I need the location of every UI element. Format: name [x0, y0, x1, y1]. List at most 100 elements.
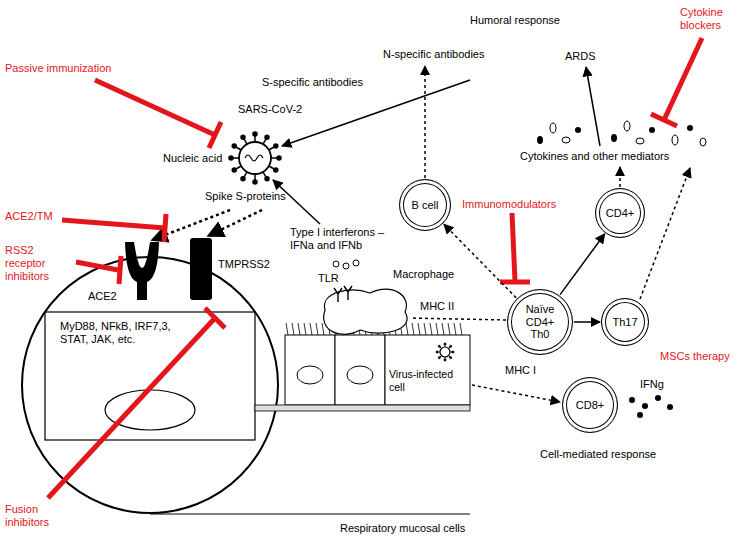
spike-tip — [241, 177, 245, 181]
inhibitor-bar — [205, 308, 225, 328]
arrow — [640, 168, 690, 299]
cytokine-dot — [575, 127, 581, 133]
spike-tip — [274, 168, 278, 172]
therapy-label: RSS2 receptor inhibitors — [5, 244, 77, 284]
baseline — [150, 514, 470, 515]
cytokine-dot — [672, 135, 678, 145]
signaling-label: MyD88, NFkB, IRF7,3, STAT, JAK, etc. — [60, 320, 172, 346]
cilium — [412, 323, 414, 335]
therapy-label: Cytokine blockers — [680, 6, 742, 32]
arrow — [208, 210, 262, 236]
cell-name: B cell — [412, 199, 439, 212]
spike-tip — [274, 144, 278, 148]
inhibitor-bar — [209, 122, 221, 148]
mini-virus-spikes — [436, 343, 454, 361]
cilium — [436, 323, 438, 335]
spike-tip — [438, 345, 440, 347]
ifng-dot — [667, 404, 673, 410]
mediator-label: Cytokines and other mediators — [520, 150, 669, 163]
mucosal-cell — [285, 335, 335, 405]
cell-circle: B cell — [399, 179, 451, 231]
antibody-label: S-specific antibodies — [262, 76, 363, 89]
cell-outline — [22, 257, 278, 513]
cell-name: CD8+ — [576, 399, 604, 412]
receptor-label: ACE2 — [88, 290, 117, 303]
tissue-label: Respiratory mucosal cells — [340, 522, 465, 535]
spike-tip — [438, 357, 440, 359]
cytokine-dot — [649, 127, 655, 133]
ifng-dot — [642, 403, 648, 409]
therapy-label: Fusion inhibitors — [5, 503, 67, 529]
ace2-receptor — [125, 242, 159, 300]
inhibitor-line — [48, 318, 215, 498]
arrow — [410, 318, 506, 320]
interferon-label: Type I interferons – IFNa and IFNb — [290, 226, 395, 252]
inhibitor-line — [62, 220, 165, 228]
cilium — [316, 323, 318, 335]
spike-tip — [450, 345, 452, 347]
inhibitor-line — [95, 80, 215, 135]
arrow — [586, 67, 600, 146]
spike-tip — [444, 343, 446, 345]
cell-label: Virus-infected cell — [389, 368, 467, 393]
receptor-label: TLR — [318, 272, 339, 285]
virus-body — [239, 142, 271, 174]
spike-tip — [229, 156, 233, 160]
cilium — [286, 323, 288, 335]
virus-icon — [229, 132, 281, 184]
cytokine-dot — [550, 123, 556, 133]
cytokine-dot — [687, 125, 693, 131]
cilium — [304, 323, 306, 335]
arrow — [619, 167, 621, 187]
cell-name: CD4+ — [606, 207, 634, 220]
therapy-label: Passive immunization — [5, 62, 111, 75]
cilium — [448, 323, 450, 335]
mini-virus — [440, 347, 450, 357]
cell-circle: CD8+ — [562, 377, 618, 433]
spike-tip — [277, 156, 281, 160]
cell-nucleus — [347, 366, 373, 384]
part-label: Nucleic acid — [163, 152, 222, 165]
cell-nucleus — [297, 366, 323, 384]
cilium — [310, 323, 312, 335]
inhibitor-bar — [651, 114, 677, 126]
virus-spikes — [229, 132, 281, 184]
virus-rna — [245, 155, 263, 161]
ifng-dot — [629, 397, 635, 403]
arrow — [424, 66, 426, 178]
spike-tip — [265, 177, 269, 181]
arrow — [282, 80, 470, 146]
cilium — [454, 323, 456, 335]
ifng-dot — [637, 412, 643, 418]
cell-circle: CD4+ — [595, 188, 645, 238]
spike-tip — [452, 351, 454, 353]
pathway-arrows — [152, 66, 690, 402]
cilium — [424, 323, 426, 335]
tlr-receptor — [334, 286, 352, 302]
spike-tip — [253, 132, 257, 136]
cytokine-dot — [636, 138, 644, 144]
inhibitor-line — [664, 38, 702, 120]
cilium — [298, 323, 300, 335]
tmprss2-protein — [190, 238, 212, 300]
spike-tip — [253, 180, 257, 184]
cilium — [292, 323, 294, 335]
mhc-label: MHC II — [420, 300, 454, 313]
ifng-dot — [655, 395, 661, 401]
arrow — [472, 385, 560, 402]
cilium — [430, 323, 432, 335]
spike-tip — [444, 359, 446, 361]
inhibitor-line — [76, 262, 118, 270]
cilium — [418, 323, 420, 335]
cytokine-dot — [700, 138, 706, 146]
inhibitor-bar — [119, 256, 121, 284]
cytokine-dot — [611, 134, 617, 142]
therapy-label: MSCs therapy — [660, 350, 730, 363]
infected-cell — [385, 335, 470, 405]
spike-tip — [450, 357, 452, 359]
cytokine-dot — [624, 121, 630, 131]
receptor-label: TMPRSS2 — [218, 258, 270, 271]
